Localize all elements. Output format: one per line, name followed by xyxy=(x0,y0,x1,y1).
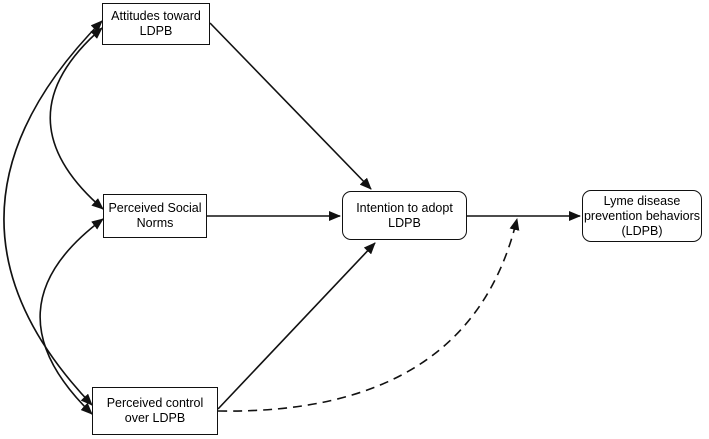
node-perceived-social-norms: Perceived Social Norms xyxy=(103,194,207,238)
node-label-line: Attitudes toward xyxy=(111,9,201,23)
covariance-arrow-attitudes-control xyxy=(3,20,103,406)
node-label-line: Perceived control xyxy=(106,396,204,410)
node-lyme-disease-prevention-behaviors: Lyme disease prevention behaviors (LDPB) xyxy=(582,190,702,242)
covariance-arrow-attitudes-norms xyxy=(49,27,104,210)
covariance-arrow-norms-control xyxy=(39,218,104,415)
node-attitudes-toward-ldpb: Attitudes toward LDPB xyxy=(102,3,210,45)
node-label-line: Norms xyxy=(136,216,174,230)
node-perceived-control-over-ldpb: Perceived control over LDPB xyxy=(92,387,218,435)
node-label-line: prevention behaviors xyxy=(583,208,701,223)
arrow-control-to-intention xyxy=(217,242,376,410)
node-intention-to-adopt-ldpb: Intention to adopt LDPB xyxy=(342,191,467,240)
node-label-line: (LDPB) xyxy=(621,223,663,238)
node-label-line: over LDPB xyxy=(124,411,186,425)
dashed-arrow-control-to-intention-behaviors-path xyxy=(217,218,520,412)
node-label-line: Intention to adopt xyxy=(356,200,453,215)
node-label-line: LDPB xyxy=(139,24,173,38)
node-label-line: Perceived Social xyxy=(108,201,202,215)
node-label-line: Lyme disease xyxy=(603,193,681,208)
node-label-line: LDPB xyxy=(388,215,421,230)
arrow-attitudes-to-intention xyxy=(209,22,372,190)
